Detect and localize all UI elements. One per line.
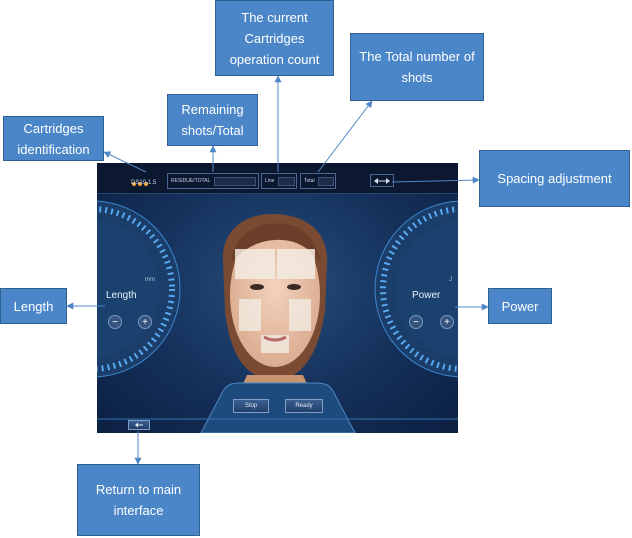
callout-total-shots: The Total number of shots xyxy=(350,33,484,101)
power-unit: J xyxy=(449,277,452,283)
stop-button[interactable]: Stop xyxy=(233,399,269,413)
callout-current-operation-count: The current Cartridges operation count xyxy=(215,0,334,76)
arrow-spacing xyxy=(391,176,480,184)
callout-spacing-adjustment: Spacing adjustment xyxy=(479,150,630,207)
arrow-cartridges xyxy=(103,151,147,173)
length-increase-button[interactable]: + xyxy=(138,315,152,329)
back-button[interactable] xyxy=(128,420,150,430)
callout-return-main-interface: Return to main interface xyxy=(77,464,200,536)
spacing-adjust-button[interactable] xyxy=(370,174,394,187)
residue-total-label: RESIDUE/TOTAL xyxy=(171,178,211,184)
length-label: Length xyxy=(106,290,137,301)
face-graphic xyxy=(222,213,328,393)
cartridge-label: DS10-1.5 xyxy=(131,180,157,186)
callout-remaining-shots: Remaining shots/Total xyxy=(167,94,258,146)
power-label: Power xyxy=(412,290,441,301)
screen-top-bar: DS10-1.5 RESIDUE/TOTAL Line Total xyxy=(97,163,458,194)
power-decrease-button[interactable]: − xyxy=(409,315,423,329)
total-label: Total xyxy=(304,178,315,184)
screen-graphics xyxy=(97,200,458,433)
line-label: Line xyxy=(265,178,275,184)
callout-power: Power xyxy=(488,288,552,324)
callout-length: Length xyxy=(0,288,67,324)
cartridge-indicator-dots xyxy=(132,173,150,191)
spacing-adjust-icon xyxy=(374,177,390,184)
total-count-field: Total xyxy=(300,173,336,189)
ready-button[interactable]: Ready xyxy=(285,399,323,413)
length-unit: mm xyxy=(145,277,155,283)
device-screen: DS10-1.5 RESIDUE/TOTAL Line Total xyxy=(97,163,458,433)
bottom-control-panel xyxy=(97,382,458,433)
residue-total-field: RESIDUE/TOTAL xyxy=(167,173,259,189)
callout-cartridges-identification: Cartridges identification xyxy=(3,116,104,161)
line-count-field: Line xyxy=(261,173,297,189)
back-icon xyxy=(135,422,143,428)
length-decrease-button[interactable]: − xyxy=(108,315,122,329)
power-increase-button[interactable]: + xyxy=(440,315,454,329)
arrow-total-shots xyxy=(317,100,373,173)
